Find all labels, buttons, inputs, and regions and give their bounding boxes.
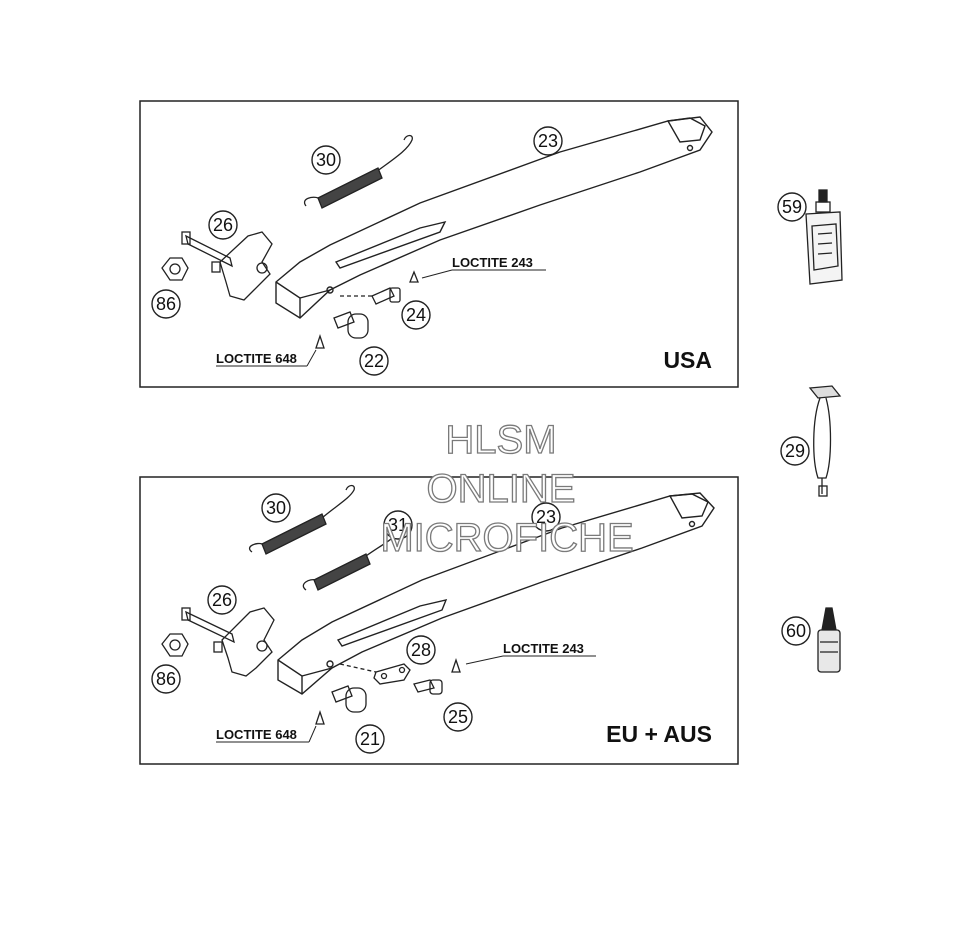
usa-loctite-648-label: LOCTITE 648 [216, 351, 297, 366]
usa-side-stand [275, 116, 713, 319]
eu-loctite-243-leader [465, 655, 504, 665]
svg-text:30: 30 [316, 150, 336, 170]
svg-text:28: 28 [411, 640, 431, 660]
eu-panel: LOCTITE 243 LOCTITE 648 30 31 23 26 86 [139, 476, 739, 765]
eu-callout-25: 25 [443, 702, 473, 732]
eu-panel-frame [139, 476, 739, 765]
eu-spring-b [302, 533, 397, 591]
watermark-line3: MICROFICHE [380, 516, 633, 560]
usa-loctite-243-leader [421, 269, 453, 279]
svg-text:86: 86 [156, 294, 176, 314]
usa-nut [161, 257, 189, 281]
eu-callout-28: 28 [406, 635, 436, 665]
eu-callout-23: 23 [531, 502, 561, 532]
eu-pivot-plate [181, 607, 275, 677]
eu-loctite-243-label: LOCTITE 243 [503, 641, 584, 656]
eu-nut [161, 633, 189, 657]
tool [808, 385, 842, 497]
usa-callout-24: 24 [401, 300, 431, 330]
eu-callout-26: 26 [207, 585, 237, 615]
eu-callout-31: 31 [383, 510, 413, 540]
eu-loctite-648-label: LOCTITE 648 [216, 727, 297, 742]
watermark-line2: ONLINE [427, 467, 576, 511]
svg-text:29: 29 [785, 441, 805, 461]
svg-text:31: 31 [388, 515, 408, 535]
watermark-line1: HLSM [445, 418, 556, 462]
usa-callout-30: 30 [311, 145, 341, 175]
usa-callout-23: 23 [533, 126, 563, 156]
watermark: HLSM ONLINE MICROFICHE [380, 417, 635, 560]
usa-panel: LOCTITE 243 LOCTITE 648 30 23 26 86 24 [139, 100, 739, 388]
svg-text:22: 22 [364, 351, 384, 371]
svg-text:60: 60 [786, 621, 806, 641]
callout-29: 29 [780, 436, 810, 466]
eu-callout-86: 86 [151, 664, 181, 694]
eu-bolt-small [413, 657, 461, 695]
eu-loctite-648-leader [308, 725, 317, 743]
svg-text:21: 21 [360, 729, 380, 749]
svg-text:26: 26 [213, 215, 233, 235]
svg-text:25: 25 [448, 707, 468, 727]
usa-spring [303, 134, 413, 209]
svg-text:30: 30 [266, 498, 286, 518]
usa-panel-label: USA [663, 347, 712, 373]
loctite-bottle [817, 607, 841, 673]
svg-text:24: 24 [406, 305, 426, 325]
usa-bolt-large [315, 311, 369, 349]
usa-pivot-plate [181, 231, 273, 301]
callout-59: 59 [777, 192, 807, 222]
svg-text:23: 23 [538, 131, 558, 151]
eu-callout-21: 21 [355, 724, 385, 754]
svg-text:59: 59 [782, 197, 802, 217]
eu-side-stand [277, 492, 715, 695]
eu-bolt-large [315, 685, 367, 725]
eu-plate [339, 663, 411, 685]
svg-text:23: 23 [536, 507, 556, 527]
eu-spring-a [248, 484, 355, 555]
usa-callout-26: 26 [208, 210, 238, 240]
eu-callout-30: 30 [261, 493, 291, 523]
usa-loctite-243-label: LOCTITE 243 [452, 255, 533, 270]
usa-callout-86: 86 [151, 289, 181, 319]
usa-panel-frame [139, 100, 739, 388]
usa-bolt-small [340, 270, 419, 305]
usa-callout-22: 22 [359, 346, 389, 376]
svg-text:26: 26 [212, 590, 232, 610]
usa-loctite-648-leader [306, 349, 317, 367]
grease-bottle [805, 189, 843, 285]
eu-panel-label: EU + AUS [606, 721, 712, 747]
svg-text:86: 86 [156, 669, 176, 689]
callout-60: 60 [781, 616, 811, 646]
